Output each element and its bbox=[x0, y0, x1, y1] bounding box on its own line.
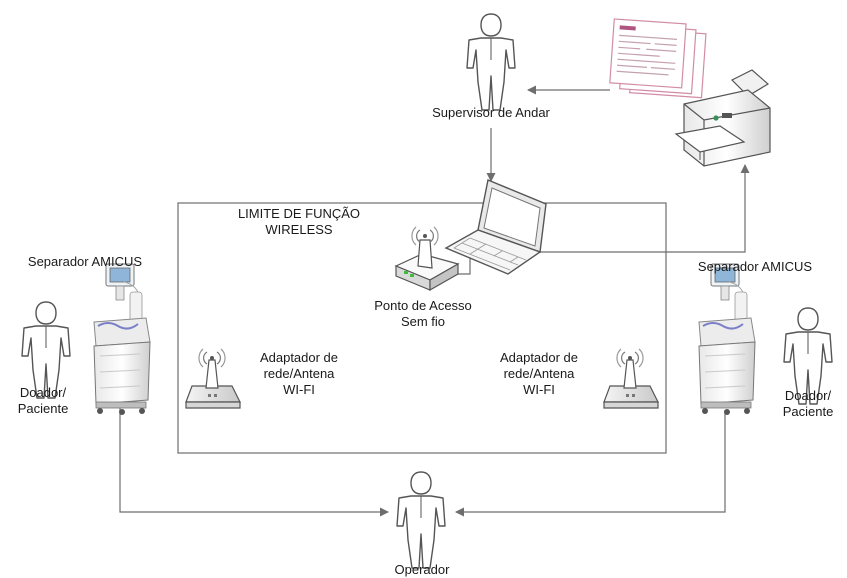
donor-left-label: Doador/ Paciente bbox=[4, 385, 82, 417]
laptop-icon bbox=[444, 179, 547, 275]
donor-left-label-line1: Doador/ bbox=[19, 385, 67, 400]
antenna-right-icon bbox=[603, 348, 659, 409]
supervisor-label: Supervisor de Andar bbox=[432, 105, 550, 120]
donor-right-label-line2: Paciente bbox=[782, 404, 834, 419]
operator-person-icon bbox=[396, 471, 446, 569]
wireless-boundary-label-line2: WIRELESS bbox=[265, 222, 333, 237]
separator-right-label: Separador AMICUS bbox=[697, 259, 813, 274]
adapter-right-label-line3: WI-FI bbox=[523, 382, 555, 397]
connector-laptop-to-printer bbox=[536, 164, 750, 253]
supervisor-person-icon bbox=[466, 13, 516, 111]
printer-icon bbox=[674, 69, 771, 167]
connector-left-separator-to-operator bbox=[119, 408, 389, 517]
connector-right-separator-to-operator bbox=[455, 410, 726, 517]
adapter-left-label: Adaptador de rede/Antena WI-FI bbox=[246, 350, 352, 398]
wireless-boundary-label: LIMITE DE FUNÇÃO WIRELESS bbox=[228, 206, 370, 238]
wireless-boundary bbox=[177, 202, 667, 454]
donor-left-person-icon bbox=[21, 301, 71, 399]
donor-right-label-line1: Doador/ bbox=[784, 388, 832, 403]
adapter-right-label-line2: rede/Antena bbox=[503, 366, 575, 381]
donor-right-label: Doador/ Paciente bbox=[770, 388, 846, 420]
separator-right-icon bbox=[698, 263, 756, 416]
report-pages-icon bbox=[609, 18, 707, 99]
antenna-left-icon bbox=[185, 348, 241, 409]
access-point-label-line1: Ponto de Acesso bbox=[374, 298, 472, 313]
adapter-right-label-line1: Adaptador de bbox=[499, 350, 579, 365]
separator-left-icon bbox=[93, 263, 151, 416]
access-point-label-line2: Sem fio bbox=[400, 314, 446, 329]
access-point-label: Ponto de Acesso Sem fio bbox=[360, 298, 486, 330]
separator-left-label: Separador AMICUS bbox=[27, 254, 143, 269]
adapter-left-label-line1: Adaptador de bbox=[259, 350, 339, 365]
wireless-boundary-label-line1: LIMITE DE FUNÇÃO bbox=[237, 206, 361, 221]
adapter-left-label-line3: WI-FI bbox=[283, 382, 315, 397]
operator-label: Operador bbox=[394, 562, 450, 577]
adapter-right-label: Adaptador de rede/Antena WI-FI bbox=[486, 350, 592, 398]
access-point-icon bbox=[394, 226, 460, 292]
adapter-left-label-line2: rede/Antena bbox=[263, 366, 335, 381]
donor-left-label-line2: Paciente bbox=[17, 401, 69, 416]
